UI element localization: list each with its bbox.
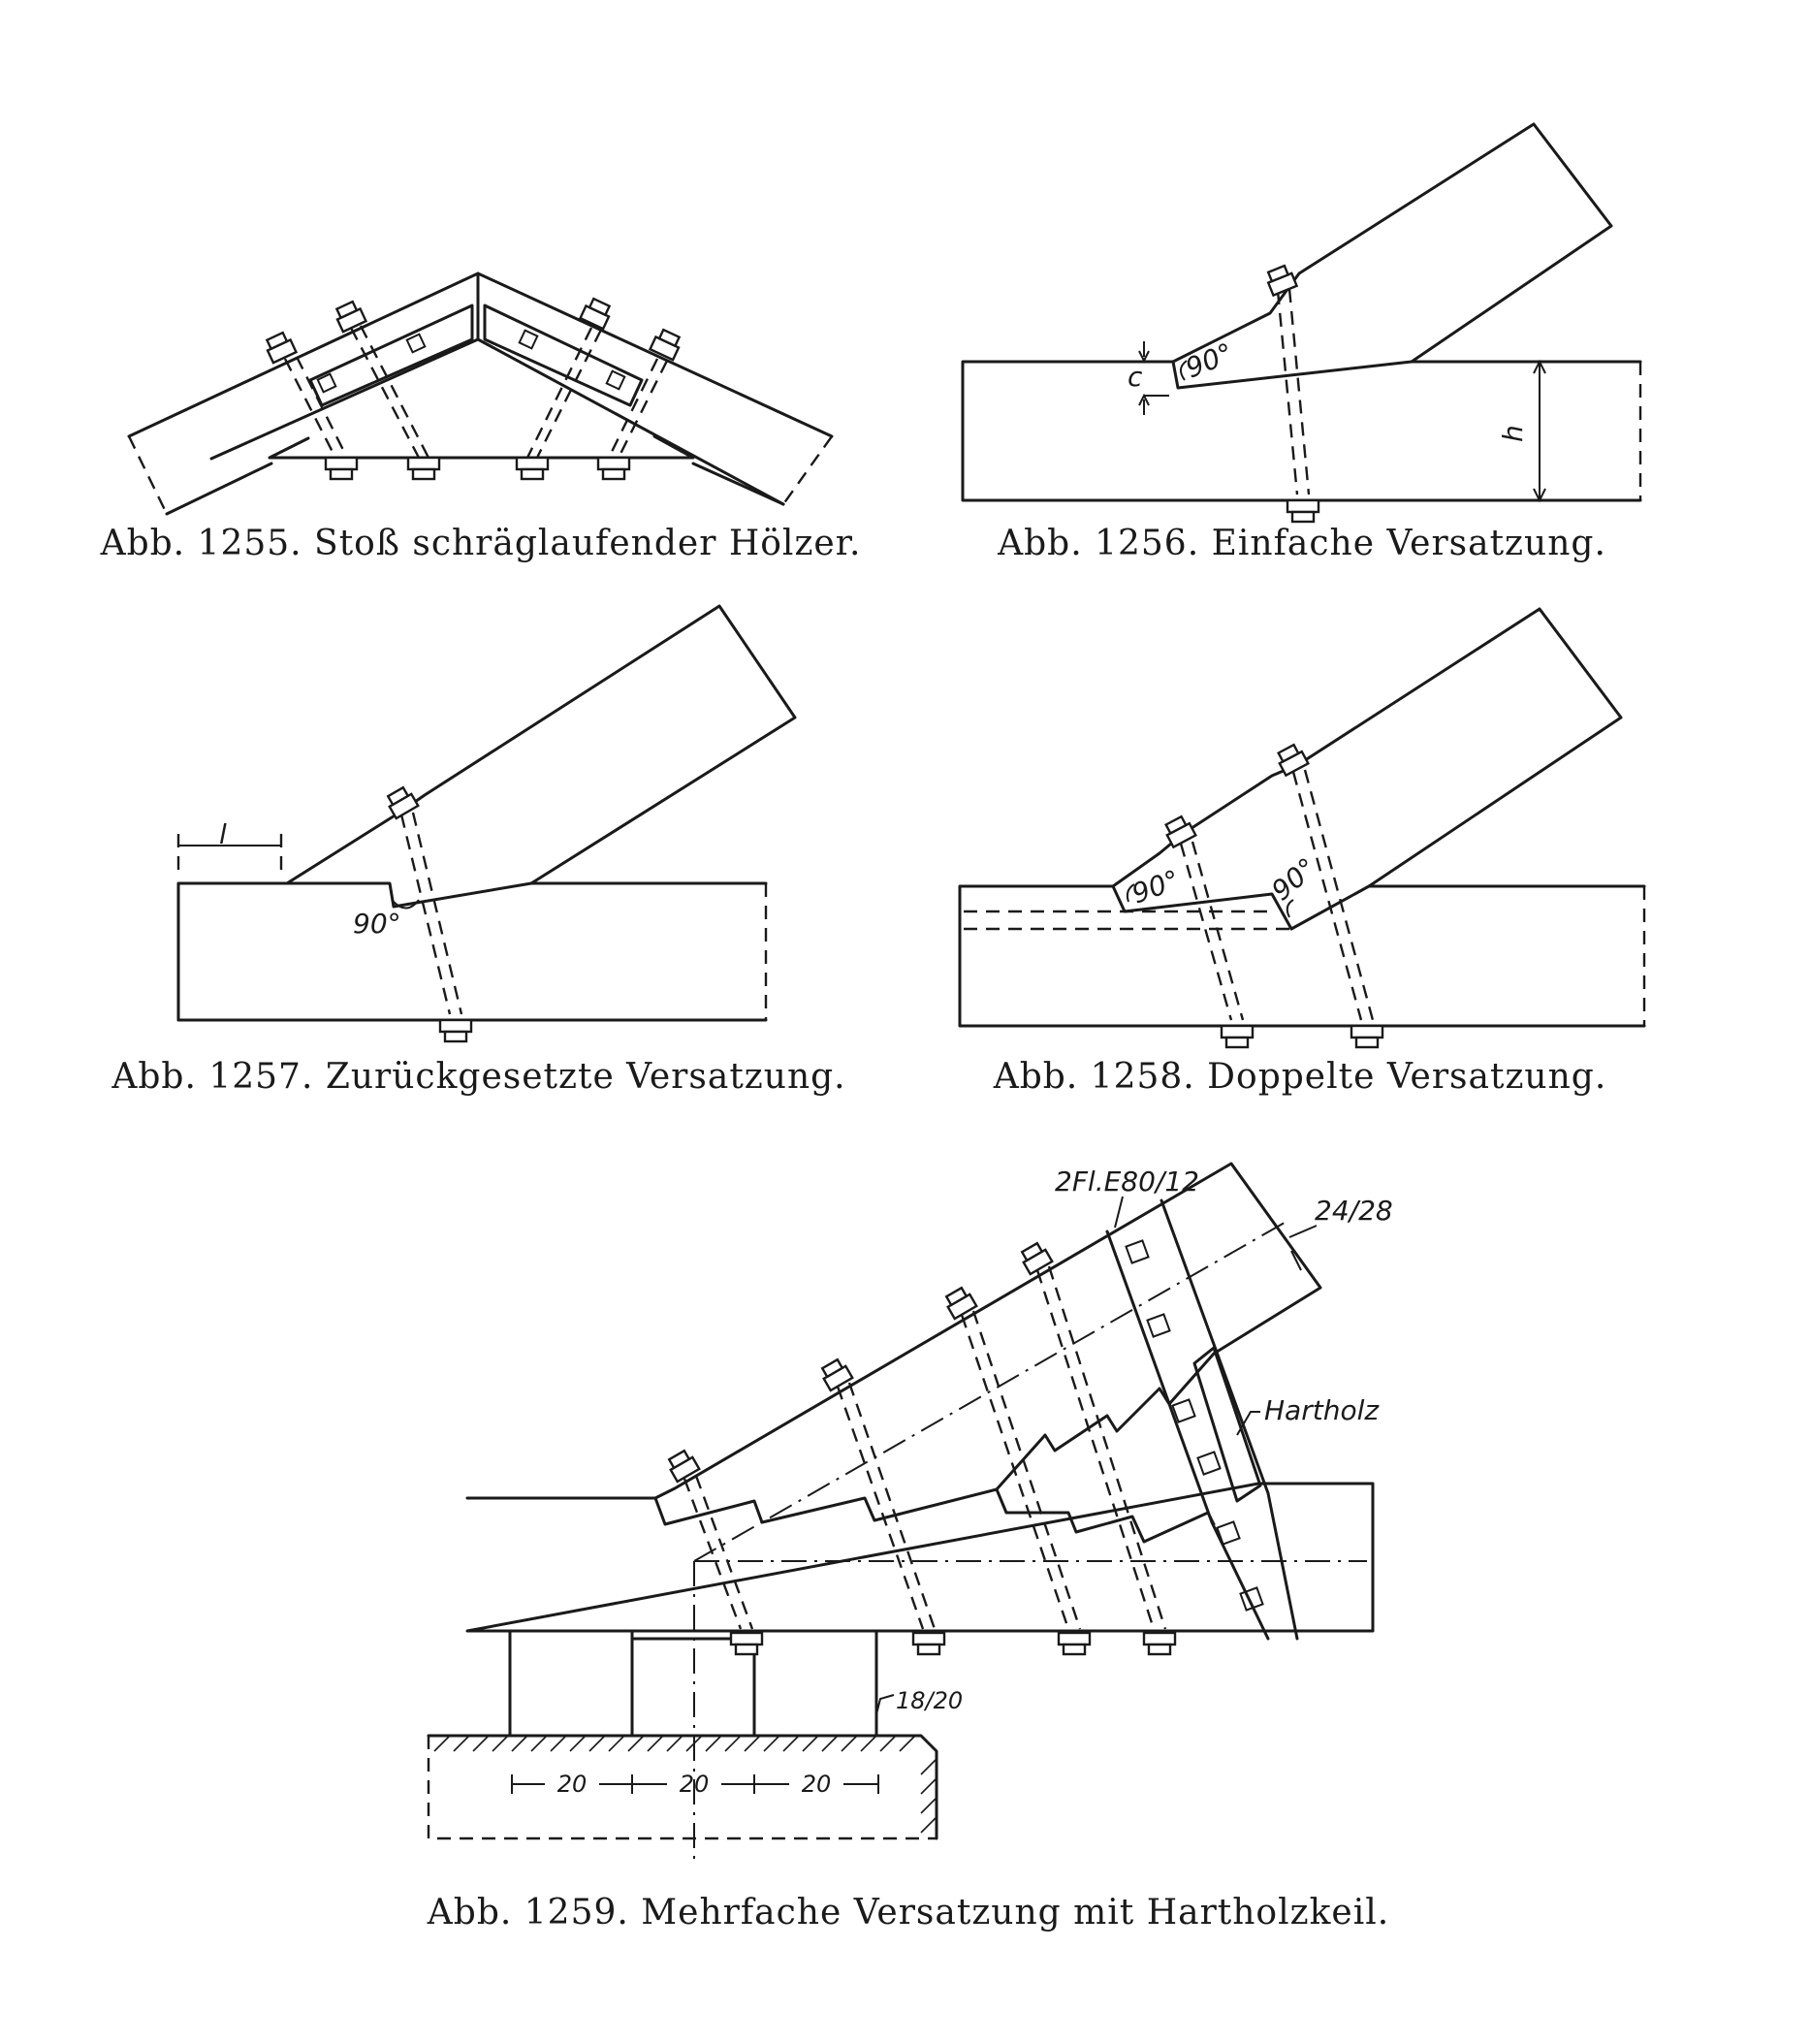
tie-beam xyxy=(961,360,1642,502)
dim3-label: 20 xyxy=(802,1771,832,1798)
bolt-icon xyxy=(911,1631,946,1656)
right-rafter xyxy=(476,271,834,506)
bolt-icon xyxy=(1160,814,1197,848)
tie-beam xyxy=(465,1482,1375,1633)
c-label: c xyxy=(1128,361,1143,393)
rafter xyxy=(1171,122,1613,364)
step-notches xyxy=(653,1487,1216,1544)
bolt-icon xyxy=(262,330,298,365)
figure-1257: l 90° Abb. 1257. Zurückgesetzte Versatzu… xyxy=(111,604,845,1097)
bolt-icon xyxy=(817,1356,854,1392)
angle-label: 90° xyxy=(1181,336,1237,384)
bolt-icon xyxy=(1263,263,1298,297)
bolt-icon xyxy=(596,456,631,481)
notch xyxy=(285,881,533,909)
wedge-label: Hartholz xyxy=(1264,1394,1380,1426)
tie-beam xyxy=(958,884,1646,1028)
post-right xyxy=(752,1629,878,1738)
h-label: h xyxy=(1497,425,1529,442)
bolt-icon xyxy=(1273,742,1310,777)
caption-1256: Abb. 1256. Einfache Versatzung. xyxy=(997,524,1606,563)
caption-1259: Abb. 1259. Mehrfache Versatzung mit Hart… xyxy=(427,1893,1389,1932)
bolt-icon xyxy=(438,1018,473,1043)
bolt-icon xyxy=(1142,1631,1177,1656)
bolt-icon xyxy=(1057,1631,1092,1656)
double-notch xyxy=(1111,884,1371,931)
bolt-icon xyxy=(324,456,359,481)
figure-1256: c 90° h Abb. 1256. Einfache Versatzung. xyxy=(961,122,1642,563)
figure-1259: 20 20 20 xyxy=(427,1162,1393,1932)
caption-1255: Abb. 1255. Stoß schräglaufender Hölzer. xyxy=(100,524,862,563)
bolt-icon xyxy=(1017,1239,1054,1276)
caption-1257: Abb. 1257. Zurückgesetzte Versatzung. xyxy=(111,1057,845,1097)
angle-label: 90° xyxy=(353,908,401,940)
bolt-icon xyxy=(1220,1024,1255,1049)
splice-plate-left xyxy=(308,303,474,407)
bolt-icon xyxy=(1286,498,1320,524)
plates-label: 2Fl.E80/12 xyxy=(1055,1166,1199,1198)
left-rafter xyxy=(127,271,480,461)
caption-1258: Abb. 1258. Doppelte Versatzung. xyxy=(993,1057,1607,1097)
notch xyxy=(1171,360,1414,390)
gusset-plate xyxy=(268,434,695,460)
l-label: l xyxy=(219,818,227,850)
post-label: 18/20 xyxy=(896,1687,963,1714)
bolt-icon xyxy=(406,456,441,481)
figure-1255: Abb. 1255. Stoß schräglaufender Hölzer. xyxy=(100,271,862,563)
tie-beam xyxy=(176,881,768,1022)
bolt-icon xyxy=(515,456,550,481)
rafter xyxy=(285,604,797,885)
rafter xyxy=(1111,607,1623,888)
post-left xyxy=(508,1629,634,1738)
dim1-label: 20 xyxy=(557,1771,588,1798)
figure-1258: 90° 90° Abb. 1258. Doppelte Versatzung. xyxy=(958,607,1646,1097)
foundation-hatching xyxy=(433,1735,937,1834)
timber-label: 24/28 xyxy=(1315,1195,1393,1227)
hardwood-wedge xyxy=(1192,1346,1262,1503)
bolt-icon xyxy=(1350,1024,1384,1049)
bolt-icon xyxy=(729,1631,764,1656)
